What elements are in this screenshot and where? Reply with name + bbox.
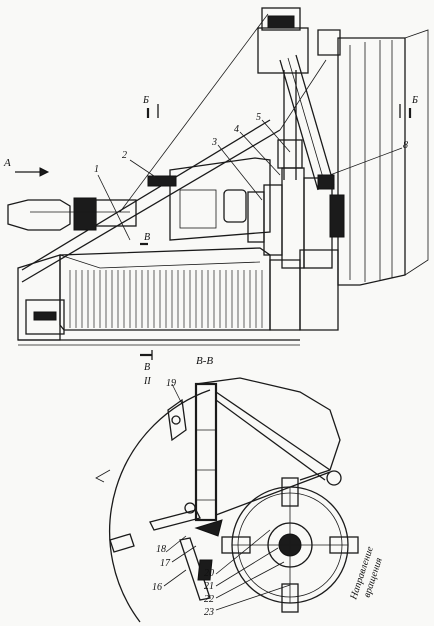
callout-23: 23 <box>204 607 214 618</box>
section-b-label-left: Б <box>142 95 149 106</box>
callout-21: 21 <box>204 581 214 592</box>
section-b-label-right: Б <box>411 95 418 106</box>
section-title: В-В <box>196 355 213 367</box>
callout-5: 5 <box>256 112 261 123</box>
callout-4: 4 <box>234 124 239 135</box>
rotation-direction-label: Направление вращения <box>348 545 385 602</box>
section-v-label-upper: В <box>144 232 150 243</box>
rotation-arrow <box>95 469 111 483</box>
section-view: В-В <box>95 355 385 623</box>
callout-3: 3 <box>211 137 217 148</box>
lower-frame <box>17 254 300 346</box>
right-housing <box>337 29 429 286</box>
hatched-drum-housing <box>59 247 271 331</box>
callout-16: 16 <box>152 582 162 593</box>
disc-stack <box>247 167 345 331</box>
section-v-label-lower: В <box>144 362 150 373</box>
callout-20: 20 <box>204 568 214 579</box>
vertical-channel <box>194 382 218 522</box>
motor-block <box>147 157 271 241</box>
slanted-boom <box>21 13 327 283</box>
drive-shaft <box>7 197 137 231</box>
top-view: A Б Б В В 1 2 3 4 5 8 <box>3 7 429 373</box>
direction-arrow-label: A <box>3 157 11 169</box>
leader-lines <box>97 119 403 241</box>
callout-19: 19 <box>166 378 176 389</box>
callout-2: 2 <box>122 150 127 161</box>
chain-guide <box>215 391 342 516</box>
callout-8: 8 <box>403 140 408 151</box>
callout-1: 1 <box>94 164 99 175</box>
roman-label: II <box>143 376 151 387</box>
section-leaders <box>163 383 291 611</box>
rotation-arc <box>109 389 211 623</box>
callout-17: 17 <box>160 558 171 569</box>
callout-22: 22 <box>204 594 214 605</box>
knife-assembly <box>109 398 223 601</box>
section-markers <box>15 104 412 360</box>
callout-18: 18 <box>156 544 166 555</box>
rotor-disc <box>221 477 359 613</box>
